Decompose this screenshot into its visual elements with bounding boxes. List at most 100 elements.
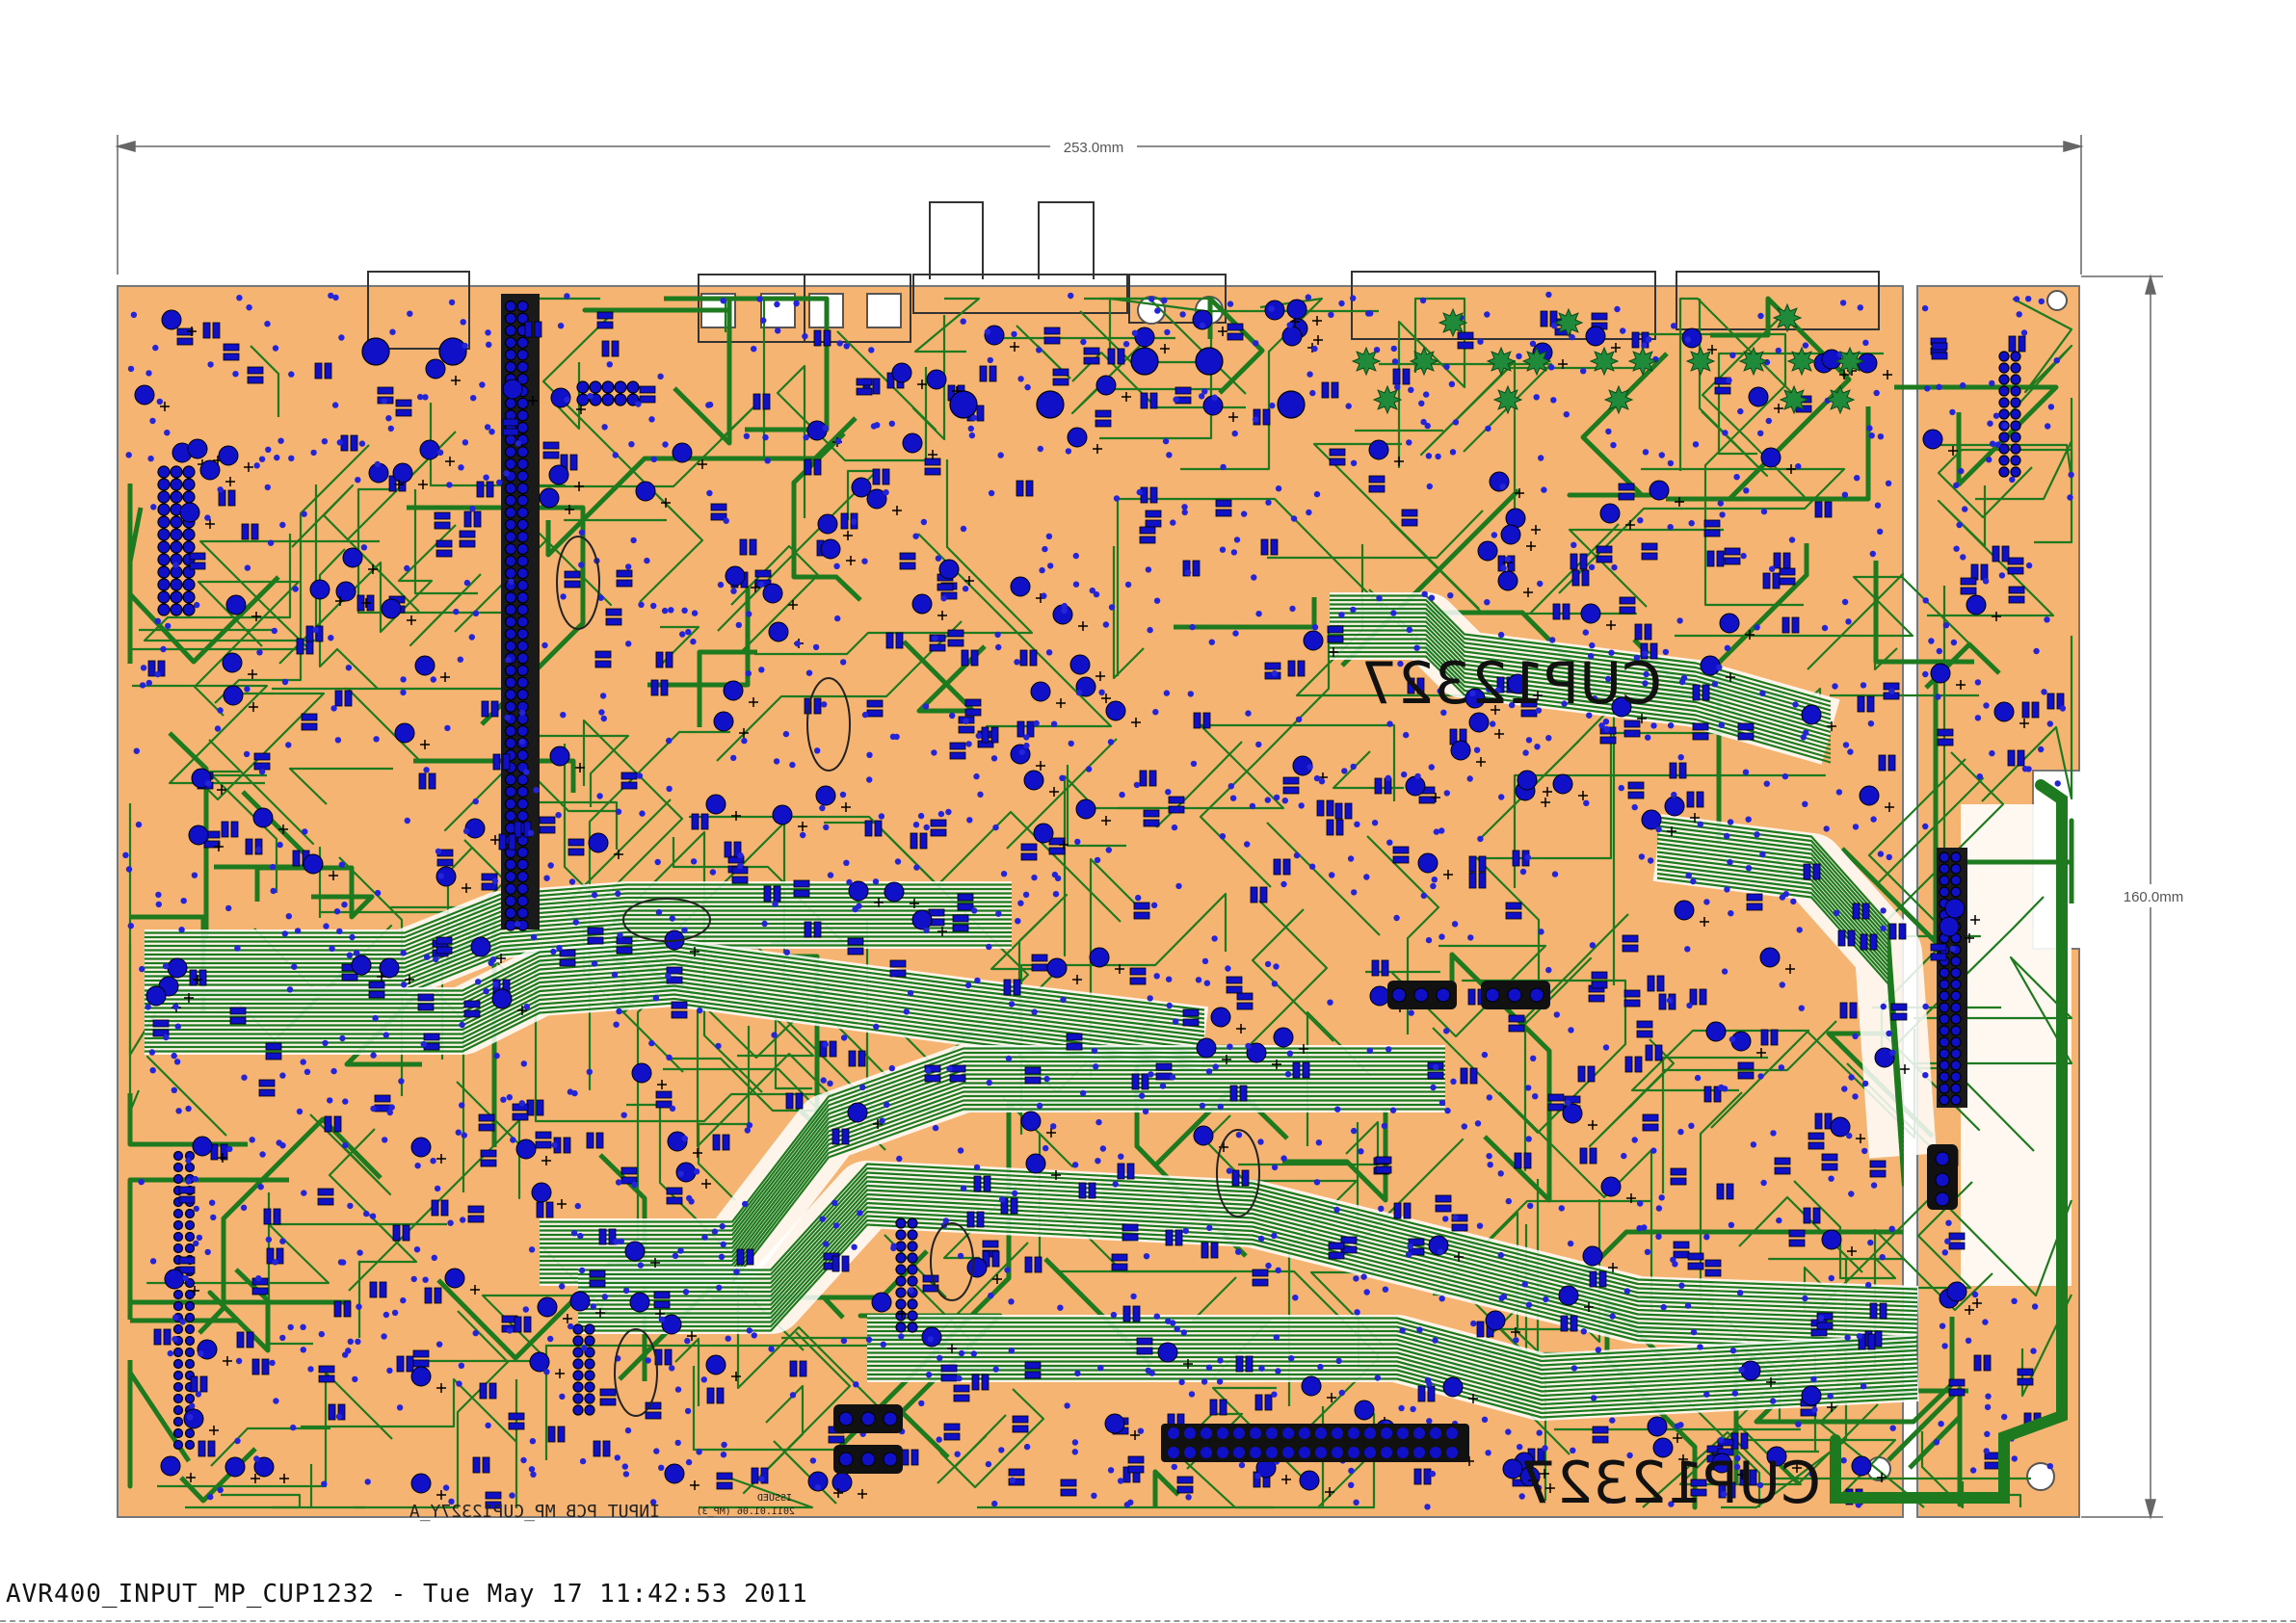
- smd-pad: [954, 1385, 969, 1392]
- via: [335, 737, 341, 743]
- smd-pad: [1261, 539, 1268, 555]
- capacitor-pad: [665, 1464, 684, 1483]
- via: [1163, 438, 1169, 444]
- via: [1875, 503, 1881, 509]
- via: [1501, 1294, 1507, 1299]
- via: [968, 426, 974, 432]
- via: [295, 928, 301, 933]
- via: [327, 1097, 332, 1103]
- via: [730, 755, 736, 761]
- header-pin: [1940, 1026, 1949, 1035]
- smd-pad: [1393, 369, 1400, 384]
- smd-pad: [407, 1356, 413, 1372]
- smd-pad: [1775, 1167, 1790, 1174]
- smd-pad: [599, 1229, 606, 1244]
- smd-pad: [824, 330, 831, 346]
- via: [463, 828, 469, 834]
- via: [833, 563, 839, 569]
- header-pin: [158, 529, 170, 540]
- smd-pad: [1322, 382, 1329, 398]
- via: [1467, 775, 1473, 781]
- smd-pad: [1808, 1133, 1824, 1139]
- via: [696, 1449, 701, 1454]
- capacitor-pad: [636, 482, 655, 501]
- via: [381, 1333, 386, 1339]
- smd-pad: [982, 1374, 989, 1390]
- via: [1728, 910, 1733, 916]
- via: [400, 1297, 406, 1303]
- connector-pin: [1364, 1447, 1376, 1458]
- capacitor-pad: [1369, 440, 1388, 459]
- via: [775, 327, 780, 333]
- smd-pad: [1870, 934, 1877, 950]
- via: [1196, 977, 1201, 982]
- smd-pad: [515, 1317, 521, 1332]
- via: [592, 892, 597, 898]
- smd-pad: [857, 379, 872, 385]
- via: [1718, 500, 1724, 506]
- via: [1828, 1393, 1834, 1399]
- smd-pad: [1620, 607, 1635, 614]
- via: [258, 1184, 264, 1190]
- smd-pad: [537, 1100, 543, 1115]
- smd-pad: [1144, 820, 1159, 826]
- via: [601, 716, 607, 721]
- via: [175, 1024, 181, 1030]
- via: [1351, 764, 1357, 770]
- smd-pad: [266, 1053, 281, 1060]
- via: [1097, 1365, 1103, 1371]
- via: [1204, 981, 1210, 986]
- smd-pad: [1328, 636, 1343, 642]
- smd-pad: [588, 937, 603, 944]
- capacitor-pad: [848, 1103, 867, 1122]
- smd-pad: [1203, 713, 1210, 728]
- via: [2045, 423, 2050, 429]
- header-pin: [1951, 1026, 1961, 1035]
- smd-pad: [1949, 1233, 1965, 1240]
- via: [1962, 506, 1967, 511]
- via: [841, 1034, 847, 1040]
- via: [666, 786, 672, 792]
- via: [681, 608, 687, 614]
- via: [1522, 749, 1528, 755]
- smd-pad: [1738, 1072, 1754, 1079]
- via: [163, 963, 169, 969]
- via: [1113, 1181, 1119, 1187]
- via: [1043, 1076, 1049, 1082]
- capacitor-pad: [165, 1270, 184, 1289]
- via: [1137, 489, 1143, 495]
- via: [1484, 311, 1490, 317]
- capacitor-pad: [967, 1258, 987, 1277]
- smd-pad: [2008, 567, 2023, 574]
- via: [573, 919, 579, 925]
- via: [1365, 310, 1371, 316]
- capacitor-pad: [1966, 595, 1986, 615]
- via: [1691, 1329, 1697, 1335]
- smd-pad: [1369, 485, 1385, 492]
- capacitor-pad: [1197, 1038, 1216, 1058]
- smd-pad: [621, 782, 637, 789]
- capacitor-pad: [849, 881, 868, 901]
- smd-pad: [2009, 596, 2024, 603]
- capacitor-pad: [1682, 328, 1702, 348]
- smd-pad: [1021, 844, 1037, 851]
- smd-pad: [875, 821, 882, 836]
- via: [965, 741, 971, 746]
- smd-pad: [1067, 1034, 1082, 1040]
- smd-pad: [1949, 1243, 1965, 1249]
- smd-pad: [1590, 1271, 1597, 1287]
- capacitor-pad: [1601, 1177, 1621, 1196]
- header-pin: [506, 872, 516, 882]
- via: [806, 670, 812, 676]
- smd-pad: [435, 522, 450, 529]
- via: [742, 1201, 748, 1207]
- via: [1255, 742, 1261, 747]
- via: [1500, 565, 1506, 571]
- via: [218, 1487, 224, 1493]
- capacitor-pad: [538, 1297, 557, 1317]
- smd-pad: [1949, 1389, 1965, 1396]
- via: [1868, 720, 1874, 726]
- via: [2067, 494, 2072, 500]
- smd-pad: [248, 377, 263, 383]
- header-pin: [517, 641, 528, 651]
